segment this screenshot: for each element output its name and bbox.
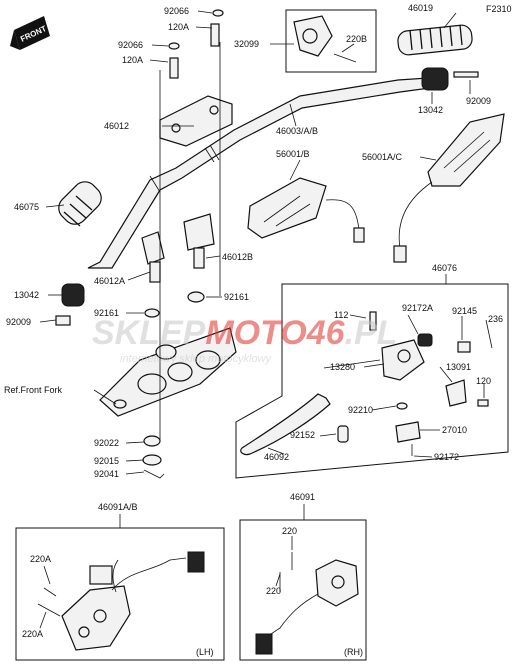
label-13280: 13280 [330, 362, 355, 372]
throttle-housing-32099 [293, 15, 333, 57]
label-112: 112 [334, 310, 348, 320]
clamp-13091 [445, 379, 467, 407]
washer-92022 [143, 435, 161, 447]
label-46012: 46012 [104, 121, 129, 131]
watermark-brand-mid: MOTO [205, 314, 306, 352]
leader-lines-upper [39, 10, 471, 475]
label-92152: 92152 [290, 430, 315, 440]
inset-box-46076 [235, 283, 509, 479]
bar-end-weight-left [61, 283, 85, 307]
label-120: 120 [476, 376, 491, 386]
figure-code: F2310 [486, 4, 512, 14]
label-92172: 92172 [434, 452, 459, 462]
label-92022: 92022 [94, 438, 119, 448]
washer-92210 [396, 402, 408, 410]
label-92009-right: 92009 [466, 96, 491, 106]
label-46012a: 46012A [94, 276, 125, 286]
label-92210: 92210 [348, 405, 373, 415]
clamp-92145 [457, 341, 471, 353]
leader-lines-lh [39, 565, 51, 629]
leader-lines-lever [267, 314, 493, 458]
part-labels: 92066 120A 92066 120A 32099 220B 46019 4… [4, 3, 503, 657]
label-56001b: 56001/B [276, 149, 310, 159]
bolt-120 [477, 399, 489, 407]
mirror-right-56001ac [393, 113, 505, 263]
label-236: 236 [488, 314, 503, 324]
label-220a-lower: 220A [22, 629, 43, 639]
label-ref-front-fork: Ref.Front Fork [4, 385, 63, 395]
label-27010: 27010 [442, 425, 467, 435]
label-13091: 13091 [446, 362, 471, 372]
leader-lines-rh [275, 536, 293, 587]
label-lh: (LH) [196, 647, 214, 657]
svg-text:SKLEPMOTO46.PL: SKLEPMOTO46.PL [92, 314, 397, 352]
label-46075: 46075 [14, 202, 39, 212]
watermark-brand-num: 46 [306, 314, 346, 352]
lever-46092 [240, 393, 331, 456]
clamp-lower-46012a [141, 231, 165, 283]
washer-92066-top [212, 9, 224, 17]
label-46091ab: 46091A/B [98, 502, 138, 512]
label-13042-left: 13042 [14, 290, 39, 300]
pin-92041 [143, 469, 165, 479]
lever-holder-13280 [381, 339, 425, 381]
watermark-tagline: internetowy sklep motocyklowy [120, 353, 273, 365]
label-92066-left: 92066 [118, 40, 143, 50]
label-46012b: 46012B [222, 252, 253, 262]
label-220-upper: 220 [282, 526, 297, 536]
nut-92015 [142, 454, 162, 466]
switch-housing-right [255, 552, 359, 655]
label-46092: 46092 [264, 452, 289, 462]
label-92145: 92145 [452, 306, 477, 316]
steering-stem-triple-clamp [99, 327, 237, 417]
label-46019: 46019 [408, 3, 433, 13]
bolt-112 [369, 311, 377, 331]
label-46003: 46003/A/B [276, 126, 318, 136]
label-220-lower: 220 [266, 586, 281, 596]
front-direction-arrow: FRONT [10, 16, 50, 50]
watermark-brand-left: SKLEP [92, 314, 206, 352]
inset-box-46091 [239, 519, 367, 661]
screw-220b [333, 53, 357, 63]
bar-end-weight-right [421, 67, 449, 91]
watermark: SKLEPMOTO46.PL internetowy sklep motocyk… [92, 314, 397, 365]
label-220b: 220B [346, 34, 367, 44]
label-rh: (RH) [344, 647, 363, 657]
label-92066-top: 92066 [164, 6, 189, 16]
washer-92161-left [144, 308, 160, 318]
switch-housing-left [37, 551, 205, 651]
watermark-brand-right: .PL [345, 314, 398, 352]
label-120a-top: 120A [168, 22, 189, 32]
label-32099: 32099 [234, 39, 259, 49]
label-92161-right: 92161 [224, 292, 249, 302]
label-46091: 46091 [290, 492, 315, 502]
label-220a-upper: 220A [30, 554, 51, 564]
clamp-lower-46012b [183, 213, 215, 269]
bolt-120a-right [210, 23, 220, 47]
switch-92172a [417, 333, 433, 347]
washer-92066-left [168, 42, 180, 50]
mirror-left-56001b [247, 177, 365, 243]
screw-92009-right [453, 71, 479, 78]
collar-92152 [337, 425, 349, 443]
bolt-120a-left [169, 57, 179, 79]
label-56001ac: 56001A/C [362, 152, 403, 162]
label-92172a: 92172A [402, 303, 433, 313]
label-46076: 46076 [432, 263, 457, 273]
label-92041: 92041 [94, 469, 119, 479]
screw-92009-left [55, 315, 71, 326]
grip-right-46019 [397, 24, 473, 56]
handlebar-tube [87, 77, 431, 269]
label-92009-left: 92009 [6, 317, 31, 327]
label-92161-left: 92161 [94, 308, 119, 318]
switch-27010 [395, 421, 421, 443]
label-120a-left: 120A [122, 55, 143, 65]
inset-box-32099 [285, 9, 377, 73]
label-92015: 92015 [94, 456, 119, 466]
label-13042-right: 13042 [418, 105, 443, 115]
washer-92161-right [187, 291, 205, 303]
grip-left-46075 [58, 181, 102, 227]
